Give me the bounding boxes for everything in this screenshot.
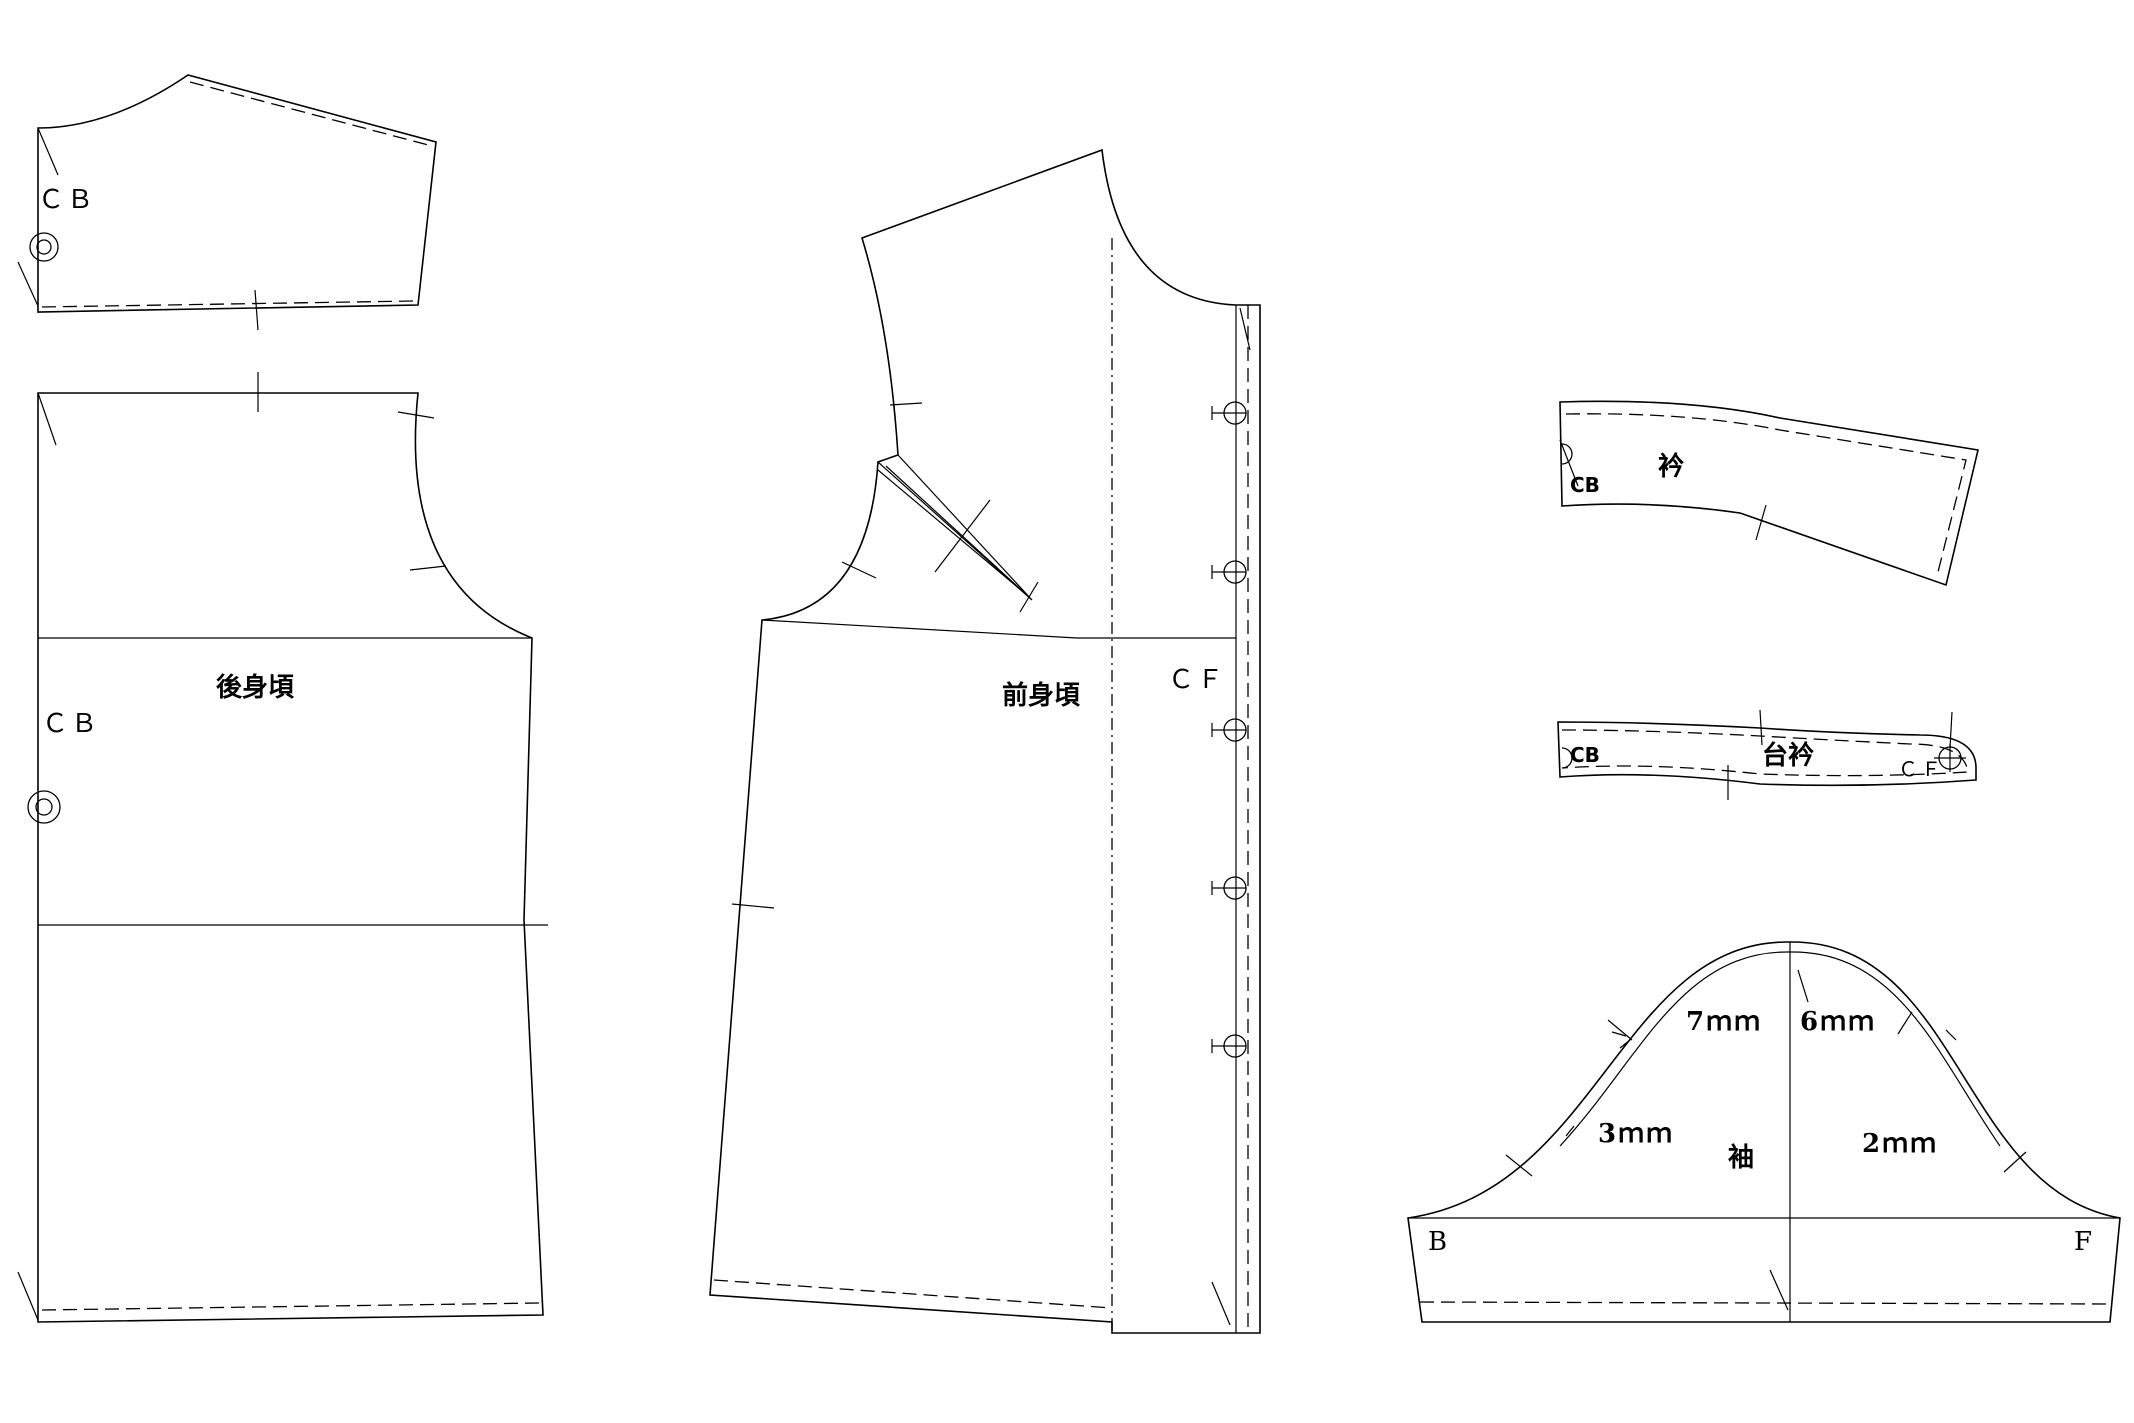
back-bodice-cb-label: ＣＢ [42, 709, 100, 739]
back-bodice-piece: ＣＢ 後身頃 [17, 372, 548, 1323]
sleeve-back-label: B [1428, 1227, 1450, 1257]
front-bodice-cf-label: ＣＦ [1168, 665, 1226, 695]
sleeve-ease-front-top: 6ｍｍ [1800, 1007, 1876, 1037]
collar-stand-title: 台衿 [1762, 740, 1814, 771]
collar-title: 衿 [1658, 451, 1684, 482]
front-buttons [1211, 401, 1247, 1058]
front-bodice-piece: 前身頃 ＣＦ [709, 148, 1261, 1334]
collar-cb-label: CB [1570, 473, 1600, 497]
sleeve-title: 袖 [1728, 1142, 1754, 1173]
collar-piece: 衿 CB [1559, 400, 1979, 587]
sleeve-piece: 袖 B F 7ｍｍ 6ｍｍ 3ｍｍ 2ｍｍ [1407, 941, 2121, 1323]
sleeve-front-label: F [2074, 1227, 2095, 1257]
sleeve-ease-back-top: 7ｍｍ [1686, 1007, 1762, 1037]
collar-stand-cb-label: CB [1570, 743, 1600, 767]
sleeve-ease-front-lower: 2ｍｍ [1862, 1129, 1938, 1159]
back-bodice-title: 後身頃 [216, 672, 295, 703]
front-bodice-title: 前身頃 [1002, 680, 1081, 711]
collar-stand-cf-label: ＣＦ [1898, 757, 1944, 781]
back-yoke-cb-label: ＣＢ [38, 185, 96, 215]
back-yoke-piece: ＣＢ [17, 74, 437, 331]
sleeve-ease-back-lower: 3ｍｍ [1598, 1119, 1674, 1149]
collar-stand-piece: 台衿 CB ＣＦ [1557, 709, 1977, 800]
